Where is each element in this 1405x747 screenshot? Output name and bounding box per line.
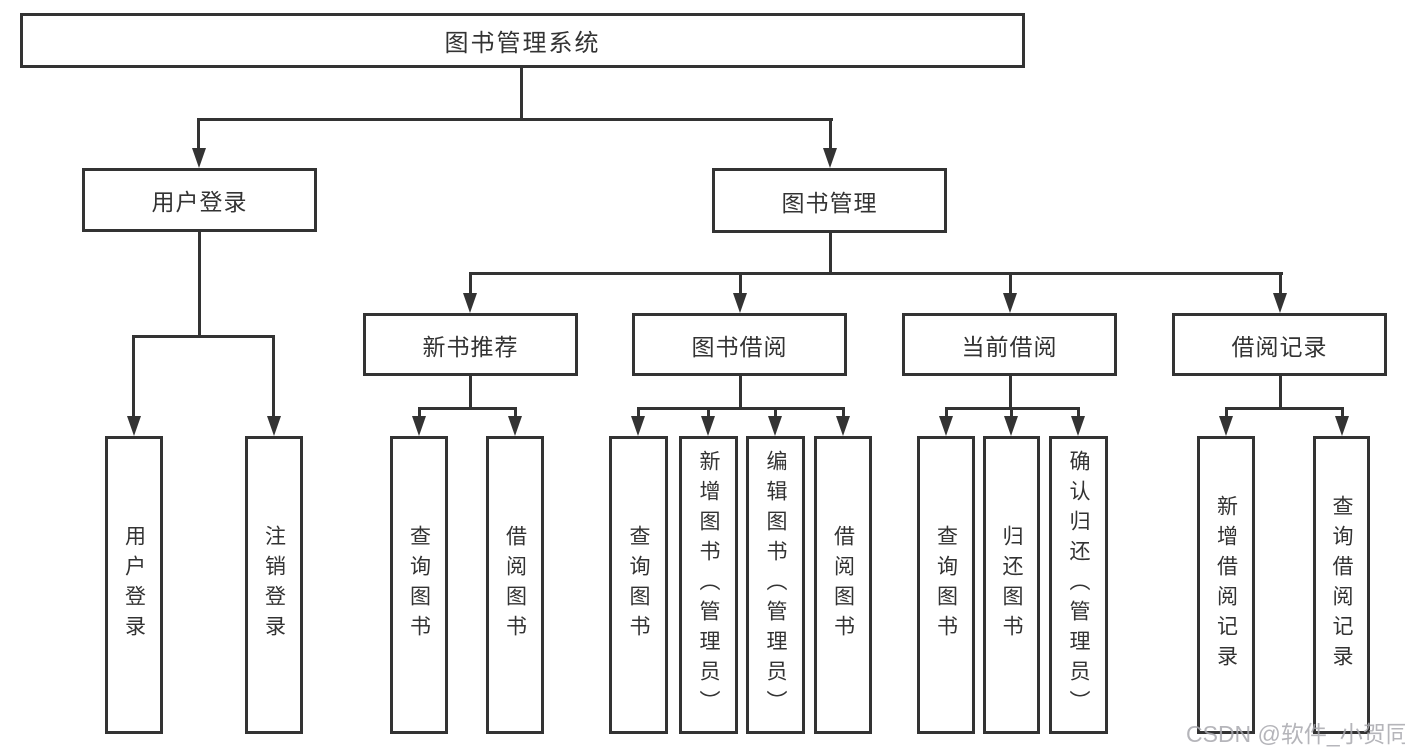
connector-line [132, 335, 275, 338]
arrow-down-icon [768, 416, 782, 436]
connector-line [1279, 376, 1282, 407]
arrow-down-icon [823, 148, 837, 168]
connector-line [1341, 407, 1344, 418]
connector-line [842, 407, 845, 418]
node-leaf-recommend-query-books-label: 查询图书 [407, 525, 431, 645]
arrow-down-icon [1003, 293, 1017, 313]
connector-line [198, 118, 833, 121]
node-leaf-return-books: 归还图书 [983, 436, 1040, 734]
node-leaf-logout: 注销登录 [245, 436, 303, 734]
arrow-down-icon [127, 416, 141, 436]
connector-line [707, 407, 710, 418]
node-leaf-user-login: 用户登录 [105, 436, 163, 734]
connector-line [514, 407, 517, 418]
arrow-down-icon [939, 416, 953, 436]
arrow-down-icon [1219, 416, 1233, 436]
node-root-label: 图书管理系统 [444, 30, 601, 57]
connector-line [418, 407, 517, 410]
node-leaf-user-login-label: 用户登录 [122, 525, 146, 645]
node-new-book-recommend: 新书推荐 [363, 313, 578, 376]
node-leaf-borrow-query-books-label: 查询图书 [627, 525, 650, 645]
node-leaf-borrow-books-label: 借阅图书 [831, 525, 855, 645]
arrow-down-icon [463, 293, 477, 313]
node-leaf-current-query-books: 查询图书 [917, 436, 975, 734]
connector-line [774, 407, 777, 418]
node-borrow-records: 借阅记录 [1172, 313, 1387, 376]
connector-line [829, 118, 832, 150]
connector-line [418, 407, 421, 418]
connector-line [469, 376, 472, 407]
node-user-login-label: 用户登录 [151, 189, 248, 215]
arrow-down-icon [1273, 293, 1287, 313]
connector-line [1279, 272, 1282, 295]
connector-line [520, 68, 523, 118]
connector-line [1009, 272, 1012, 295]
connector-line [1225, 407, 1228, 418]
arrow-down-icon [508, 416, 522, 436]
connector-line [945, 407, 948, 418]
node-leaf-add-borrow-record: 新增借阅记录 [1197, 436, 1255, 734]
node-borrow-records-label: 借阅记录 [1231, 333, 1328, 360]
node-leaf-query-borrow-record-label: 查询借阅记录 [1330, 495, 1353, 675]
node-leaf-confirm-return-admin: 确认归还（管理员） [1049, 436, 1108, 734]
arrow-down-icon [192, 148, 206, 168]
node-leaf-recommend-borrow-books: 借阅图书 [486, 436, 544, 734]
arrow-down-icon [836, 416, 850, 436]
connector-line [197, 118, 200, 150]
arrow-down-icon [412, 416, 426, 436]
node-book-borrow-label: 图书借阅 [691, 333, 788, 360]
node-leaf-recommend-borrow-books-label: 借阅图书 [503, 525, 527, 645]
connector-line [739, 272, 742, 295]
node-leaf-add-book-admin-label: 新增图书（管理员） [697, 450, 720, 720]
node-current-borrow: 当前借阅 [902, 313, 1117, 376]
node-leaf-confirm-return-admin-label: 确认归还（管理员） [1067, 450, 1090, 720]
node-book-management-label: 图书管理 [781, 189, 878, 216]
arrow-down-icon [1071, 416, 1085, 436]
connector-line [637, 407, 640, 418]
node-book-management: 图书管理 [712, 168, 947, 233]
arrow-down-icon [1004, 416, 1018, 436]
connector-line [1225, 407, 1344, 410]
node-leaf-recommend-query-books: 查询图书 [390, 436, 448, 734]
connector-line [469, 272, 1283, 275]
connector-line [739, 376, 742, 407]
node-leaf-edit-book-admin: 编辑图书（管理员） [746, 436, 805, 734]
node-leaf-add-book-admin: 新增图书（管理员） [679, 436, 738, 734]
csdn-watermark: CSDN @软件_小贺同学 [1186, 721, 1405, 747]
node-leaf-borrow-books: 借阅图书 [814, 436, 872, 734]
arrow-down-icon [701, 416, 715, 436]
node-leaf-return-books-label: 归还图书 [1000, 525, 1023, 645]
connector-line [198, 232, 201, 335]
connector-line [132, 335, 135, 418]
node-leaf-logout-label: 注销登录 [262, 525, 286, 645]
node-root: 图书管理系统 [20, 13, 1025, 68]
connector-line [272, 335, 275, 418]
node-user-login: 用户登录 [82, 168, 317, 232]
node-book-borrow: 图书借阅 [632, 313, 847, 376]
node-leaf-edit-book-admin-label: 编辑图书（管理员） [764, 450, 787, 720]
connector-line [829, 233, 832, 272]
node-new-book-recommend-label: 新书推荐 [422, 333, 519, 360]
arrow-down-icon [733, 293, 747, 313]
arrow-down-icon [1335, 416, 1349, 436]
connector-line [1010, 407, 1013, 418]
connector-line [469, 272, 472, 295]
connector-line [1009, 376, 1012, 407]
connector-line [1077, 407, 1080, 418]
arrow-down-icon [267, 416, 281, 436]
node-leaf-query-borrow-record: 查询借阅记录 [1313, 436, 1370, 734]
arrow-down-icon [631, 416, 645, 436]
node-leaf-add-borrow-record-label: 新增借阅记录 [1214, 495, 1238, 675]
node-leaf-current-query-books-label: 查询图书 [934, 525, 958, 645]
node-current-borrow-label: 当前借阅 [961, 333, 1058, 360]
node-leaf-borrow-query-books: 查询图书 [609, 436, 668, 734]
connector-line [637, 407, 845, 410]
